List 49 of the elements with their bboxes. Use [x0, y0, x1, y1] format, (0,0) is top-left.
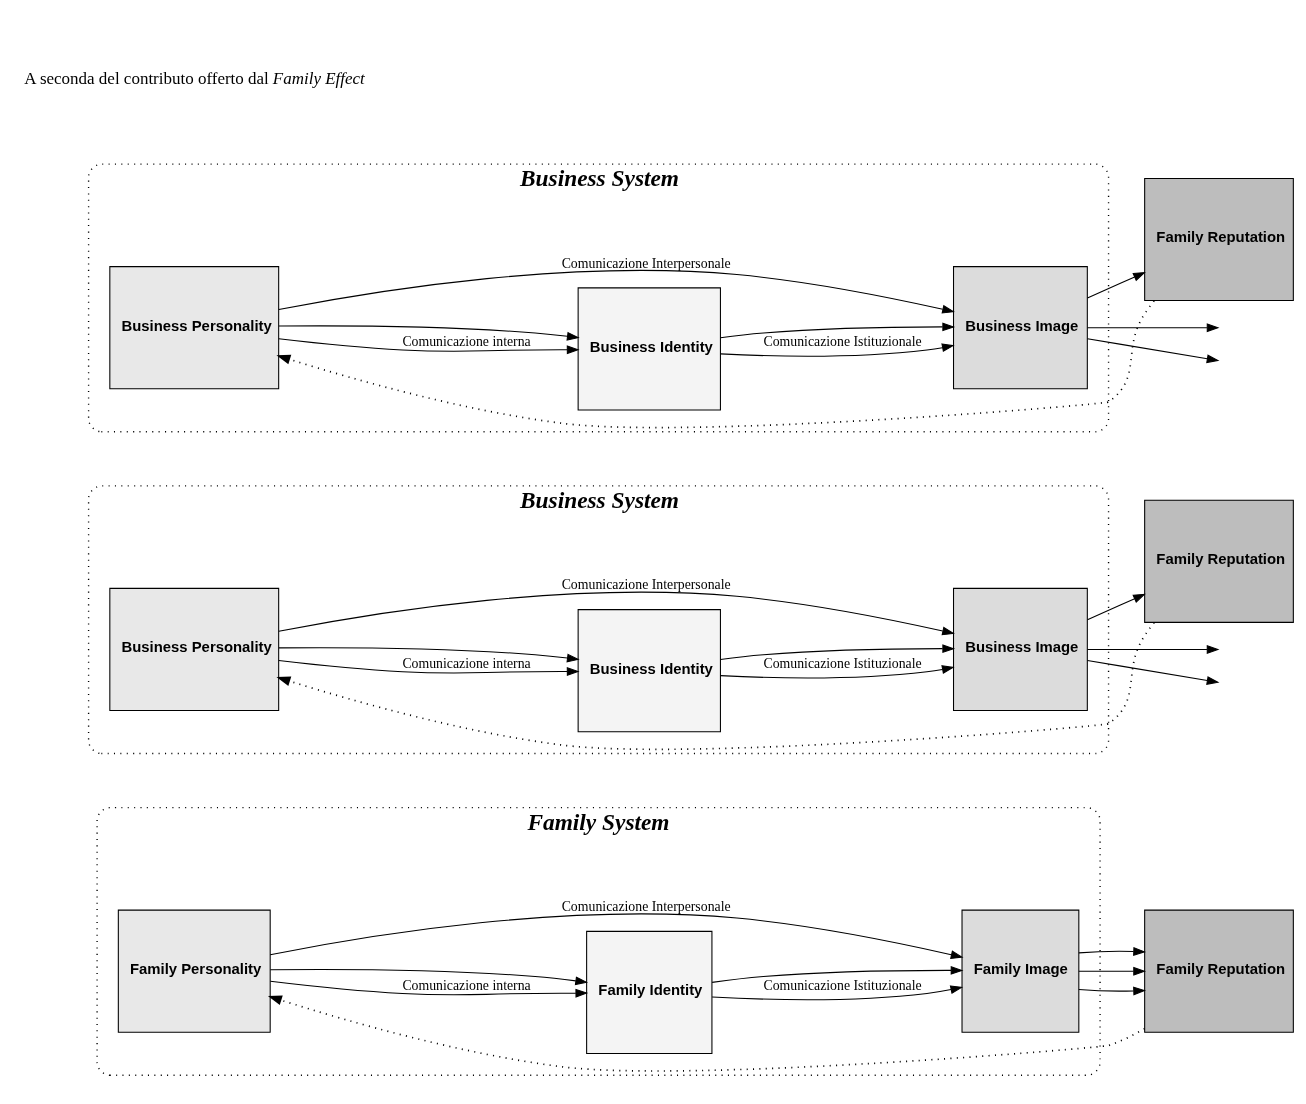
arrow: [276, 300, 1155, 429]
arrow: [1086, 338, 1220, 364]
arrow: [1086, 644, 1220, 654]
edge-label: Comunicazione Istituzionale: [763, 334, 922, 350]
arrow: [1078, 966, 1146, 976]
arrow: [1078, 986, 1146, 996]
node-box: Family Identity: [586, 930, 713, 1054]
node-box: Family Reputation: [1144, 177, 1294, 302]
node-box: Family Reputation: [1144, 499, 1294, 623]
arrow: [1078, 947, 1146, 956]
arrow: [278, 659, 580, 676]
arrow: [720, 343, 955, 357]
arrow: [1086, 323, 1220, 333]
arrow: [269, 980, 589, 998]
node-box: Family Personality: [117, 909, 271, 1033]
edge-label: Comunicazione Interpersonale: [561, 255, 731, 271]
arrow: [711, 965, 964, 983]
arrow: [278, 647, 580, 663]
node-box: Business Image: [953, 266, 1088, 390]
node-box: Business Identity: [577, 287, 721, 411]
node-box: Business Image: [953, 587, 1088, 711]
node-box: Business Identity: [577, 609, 721, 733]
node-box: Business Personality: [109, 587, 280, 711]
arrow: [278, 591, 955, 636]
node-box: Family Image: [961, 909, 1080, 1033]
edge-label: Comunicazione Interpersonale: [561, 577, 731, 593]
arrow: [269, 968, 589, 986]
arrow: [269, 913, 964, 959]
node-box: Family Reputation: [1144, 909, 1294, 1033]
arrow: [276, 621, 1155, 751]
arrow: [1086, 659, 1220, 685]
arrow: [711, 985, 964, 1001]
label: A seconda del contributo offerto dal Family Effect: [24, 69, 365, 89]
arrow: [1086, 271, 1146, 299]
arrow: [1086, 593, 1146, 621]
edge-label: Comunicazione Istituzionale: [763, 655, 922, 671]
edge-label: Comunicazione interna: [402, 977, 531, 993]
edge-label: Comunicazione Interpersonale: [561, 899, 731, 915]
arrow: [267, 995, 1146, 1072]
edge-label: Comunicazione interna: [402, 655, 531, 671]
edge-label: Comunicazione Istituzionale: [763, 977, 922, 993]
node-box: Business Personality: [109, 266, 280, 390]
arrow: [278, 325, 580, 341]
arrow: [278, 338, 580, 355]
arrow: [720, 665, 955, 679]
arrow: [719, 644, 956, 660]
arrow: [278, 269, 955, 314]
edge-label: Comunicazione interna: [402, 334, 531, 350]
arrow: [719, 322, 956, 339]
